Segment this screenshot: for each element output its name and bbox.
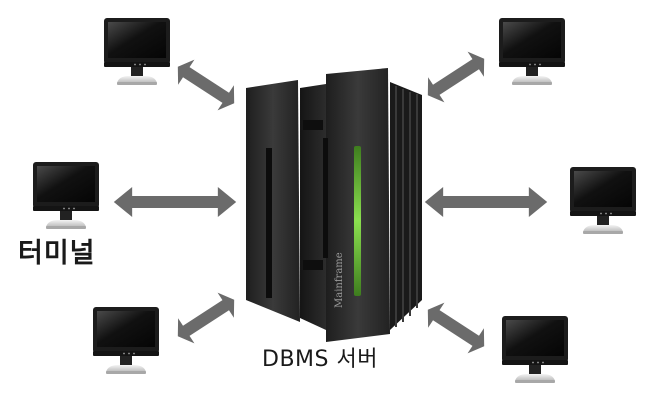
terminal-monitor-bottom-left-icon [93, 307, 159, 374]
terminal-monitor-middle-right-icon [570, 167, 636, 234]
arrow-top-right [419, 46, 493, 108]
terminal-monitor-top-right-icon [499, 18, 565, 85]
server-label: DBMS 서버 [262, 347, 378, 372]
terminal-monitor-middle-left-icon [33, 162, 99, 229]
arrow-bottom-left [169, 287, 243, 349]
arrow-middle-right [424, 187, 548, 217]
mainframe-server-icon [246, 68, 422, 342]
arrow-bottom-right [419, 297, 493, 359]
mainframe-brand-text: Mainframe [334, 252, 345, 308]
terminal-monitor-top-left-icon [104, 18, 170, 85]
terminal-label: 터미널 [18, 238, 96, 269]
terminal-monitor-bottom-right-icon [502, 316, 568, 383]
arrow-top-left [169, 54, 243, 116]
arrow-middle-left [113, 187, 237, 217]
